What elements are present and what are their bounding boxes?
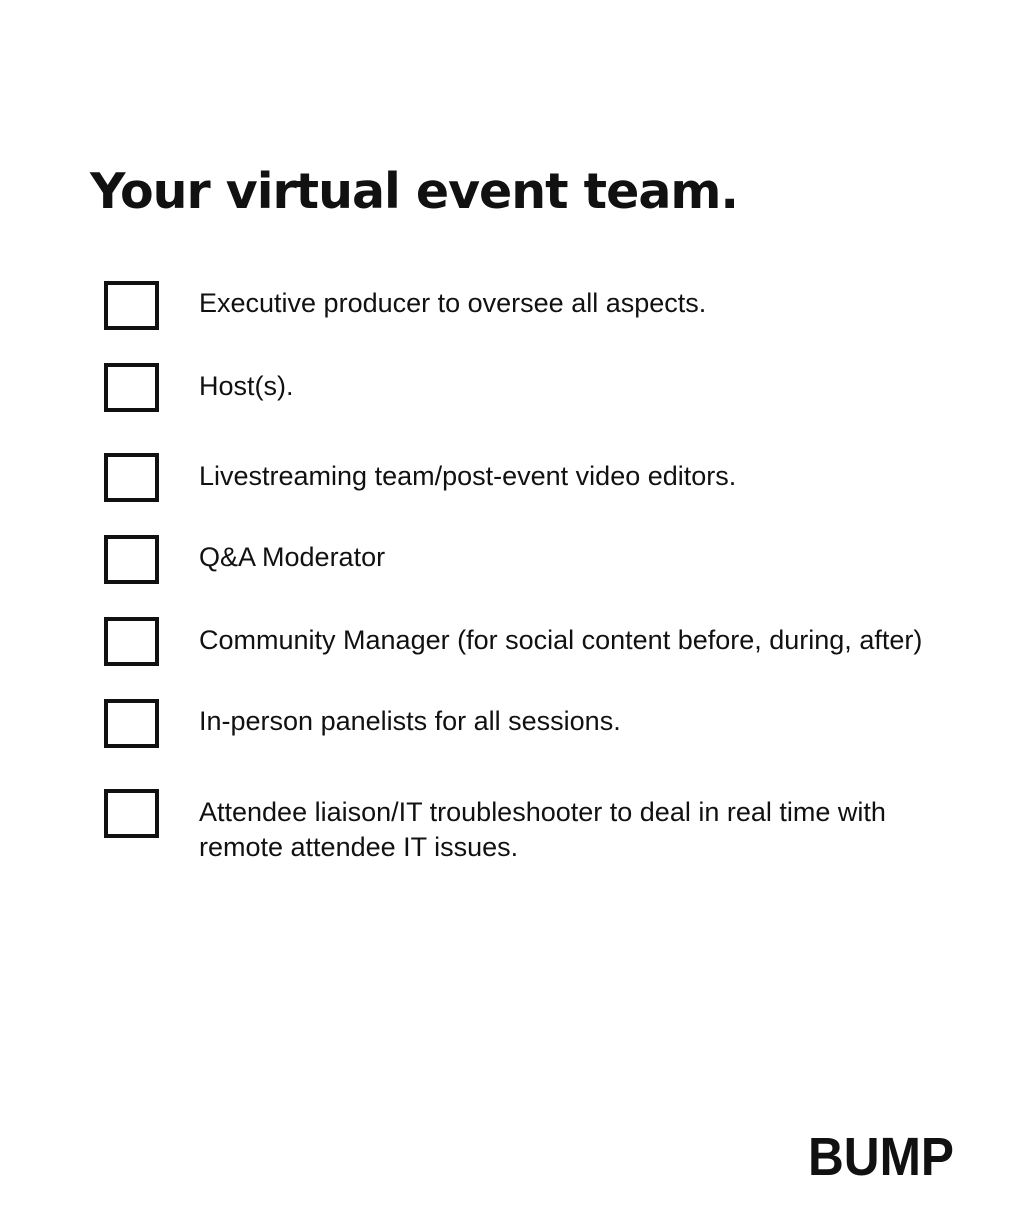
checkbox[interactable]	[104, 453, 159, 502]
checkbox[interactable]	[104, 535, 159, 584]
checkbox[interactable]	[104, 789, 159, 838]
page-title: Your virtual event team.	[90, 163, 739, 220]
checkbox[interactable]	[104, 363, 159, 412]
checkbox[interactable]	[104, 281, 159, 330]
checkbox[interactable]	[104, 617, 159, 666]
bump-logo-wordmark: BUMP	[808, 1130, 954, 1180]
checklist-item-label: In-person panelists for all sessions.	[199, 706, 621, 736]
checklist-item-label: Executive producer to oversee all aspect…	[199, 288, 707, 318]
checklist-item-label: Q&A Moderator	[199, 542, 386, 572]
bump-logo: BUMP	[808, 1130, 954, 1180]
checkbox[interactable]	[104, 699, 159, 748]
checklist-item-label: Attendee liaison/IT troubleshooter to de…	[199, 797, 886, 862]
checklist-item-label: Community Manager (for social content be…	[199, 625, 923, 655]
checklist: Executive producer to oversee all aspect…	[104, 281, 923, 862]
checklist-item-label: Host(s).	[199, 371, 294, 401]
checklist-item-label: Livestreaming team/post-event video edit…	[199, 461, 737, 491]
